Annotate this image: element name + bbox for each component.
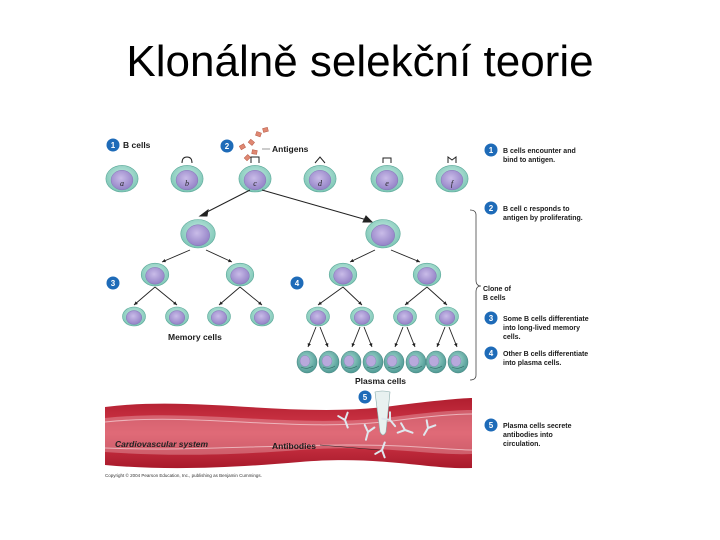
legend-text: antigen by proliferating. — [503, 215, 583, 222]
b-cells-label: B cells — [123, 140, 151, 150]
step-badge-5: 5 — [358, 390, 372, 404]
clone-cell — [350, 306, 374, 327]
step-badge-4: 4 — [290, 276, 304, 290]
legend-text: B cells encounter and — [503, 148, 576, 155]
secreting-plasma-cell — [374, 390, 391, 436]
step-badge-5-number: 5 — [363, 393, 368, 402]
step-badge-1: 1 — [106, 138, 120, 152]
clone-bracket — [469, 209, 482, 381]
step-badge-3-number: 3 — [111, 279, 116, 288]
legend-item: 2 B cell c responds to antigen by prolifer… — [484, 201, 583, 222]
legend-text: Clone of — [483, 286, 512, 293]
step-badge-4-number: 4 — [295, 279, 300, 288]
clone-cell — [306, 306, 330, 327]
antigens-label: Antigens — [272, 144, 309, 154]
plasma-cell — [318, 350, 340, 374]
plasma-cell — [447, 350, 469, 374]
plasma-cell — [425, 350, 447, 374]
plasma-cell — [383, 350, 405, 374]
legend-text: bind to antigen. — [503, 157, 555, 164]
memory-cells-label: Memory cells — [168, 332, 222, 342]
legend-item: 3 Some B cells differentiate into long-liv… — [484, 311, 589, 341]
antibodies-pointer — [319, 444, 381, 451]
legend-number: 3 — [489, 314, 494, 323]
b-cell-letter: e — [385, 179, 389, 188]
antigens-cluster — [238, 126, 269, 162]
legend-text: cells. — [503, 334, 521, 341]
legend-text: into long-lived memory — [503, 325, 580, 332]
b-cell-letter: d — [318, 179, 323, 188]
antibodies — [337, 411, 437, 459]
legend-text: B cells — [483, 295, 506, 302]
b-cell-b: b — [170, 156, 204, 193]
legend-text: circulation. — [503, 441, 540, 448]
legend-item: 4 Other B cells differentiate into plasma … — [484, 346, 588, 367]
memory-cell — [250, 306, 274, 327]
memory-cell — [207, 306, 231, 327]
clone-tree — [122, 219, 469, 374]
legend-item: Clone of B cells — [483, 286, 512, 302]
legend-number: 2 — [489, 204, 494, 213]
copyright-text: Copyright © 2004 Pearson Education, Inc.… — [105, 472, 262, 478]
plasma-cell — [296, 350, 318, 374]
antibodies-label: Antibodies — [272, 441, 316, 451]
memory-cell — [165, 306, 189, 327]
legend-number: 1 — [489, 146, 494, 155]
plasma-cells-label: Plasma cells — [355, 376, 406, 386]
b-cell-letter: a — [120, 179, 124, 188]
b-cell-a: a — [105, 165, 139, 193]
clone-cell-right — [365, 219, 401, 249]
plasma-cell — [340, 350, 362, 374]
b-cell-letter: c — [253, 179, 257, 188]
step-badge-1-number: 1 — [111, 141, 116, 150]
clone-cell — [412, 262, 442, 287]
legend-text: antibodies into — [503, 432, 553, 439]
legend-text: B cell c responds to — [503, 206, 570, 213]
plasma-cell — [362, 350, 384, 374]
b-cell-e: e — [370, 157, 404, 193]
step-badge-2: 2 — [220, 139, 234, 153]
blood-vessel — [104, 398, 473, 469]
plasma-cell — [405, 350, 427, 374]
legend-number: 5 — [489, 421, 494, 430]
b-cell-c: c — [238, 156, 272, 193]
step-badge-2-number: 2 — [225, 142, 230, 151]
clone-cell — [140, 262, 170, 287]
b-cell-letter: f — [451, 179, 455, 188]
page-title: Klonálně selekční teorie — [126, 37, 594, 86]
clone-cell — [435, 306, 459, 327]
b-cells-row: a b c d e f — [105, 156, 469, 193]
legend-item: 5 Plasma cells secrete antibodies into circ… — [484, 418, 572, 448]
clone-cell-left — [180, 219, 216, 249]
clone-cell — [225, 262, 255, 287]
legend-text: Some B cells differentiate — [503, 316, 589, 323]
clone-cell — [393, 306, 417, 327]
memory-cell — [122, 306, 146, 327]
b-cell-f: f — [435, 156, 469, 193]
b-cell-d: d — [303, 156, 337, 193]
clone-cell — [328, 262, 358, 287]
legend-text: Plasma cells secrete — [503, 423, 572, 430]
cardiovascular-system-label: Cardiovascular system — [115, 439, 209, 449]
legend-item: 1 B cells encounter and bind to antigen. — [484, 143, 576, 164]
b-cell-letter: b — [185, 179, 189, 188]
legend-number: 4 — [489, 349, 494, 358]
proliferation-arrows — [198, 189, 374, 223]
legend-text: Other B cells differentiate — [503, 351, 588, 358]
step-badge-3: 3 — [106, 276, 120, 290]
legend-text: into plasma cells. — [503, 360, 561, 367]
